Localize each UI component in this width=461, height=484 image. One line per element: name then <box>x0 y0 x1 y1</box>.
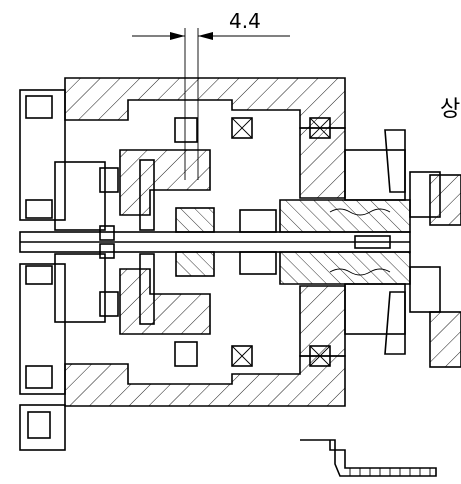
base-bracket <box>300 439 437 477</box>
inner-components <box>54 117 277 367</box>
left-flange <box>19 89 66 451</box>
output-assembly <box>279 129 461 368</box>
dimension-value: 4.4 <box>229 9 261 33</box>
bearings <box>99 117 331 367</box>
dimension-annotation: 4.4 <box>132 9 290 180</box>
housing-lower <box>64 268 346 407</box>
edge-text-fragment: 상 <box>440 97 460 122</box>
housing-upper <box>64 77 346 216</box>
center-shaft <box>19 231 411 253</box>
